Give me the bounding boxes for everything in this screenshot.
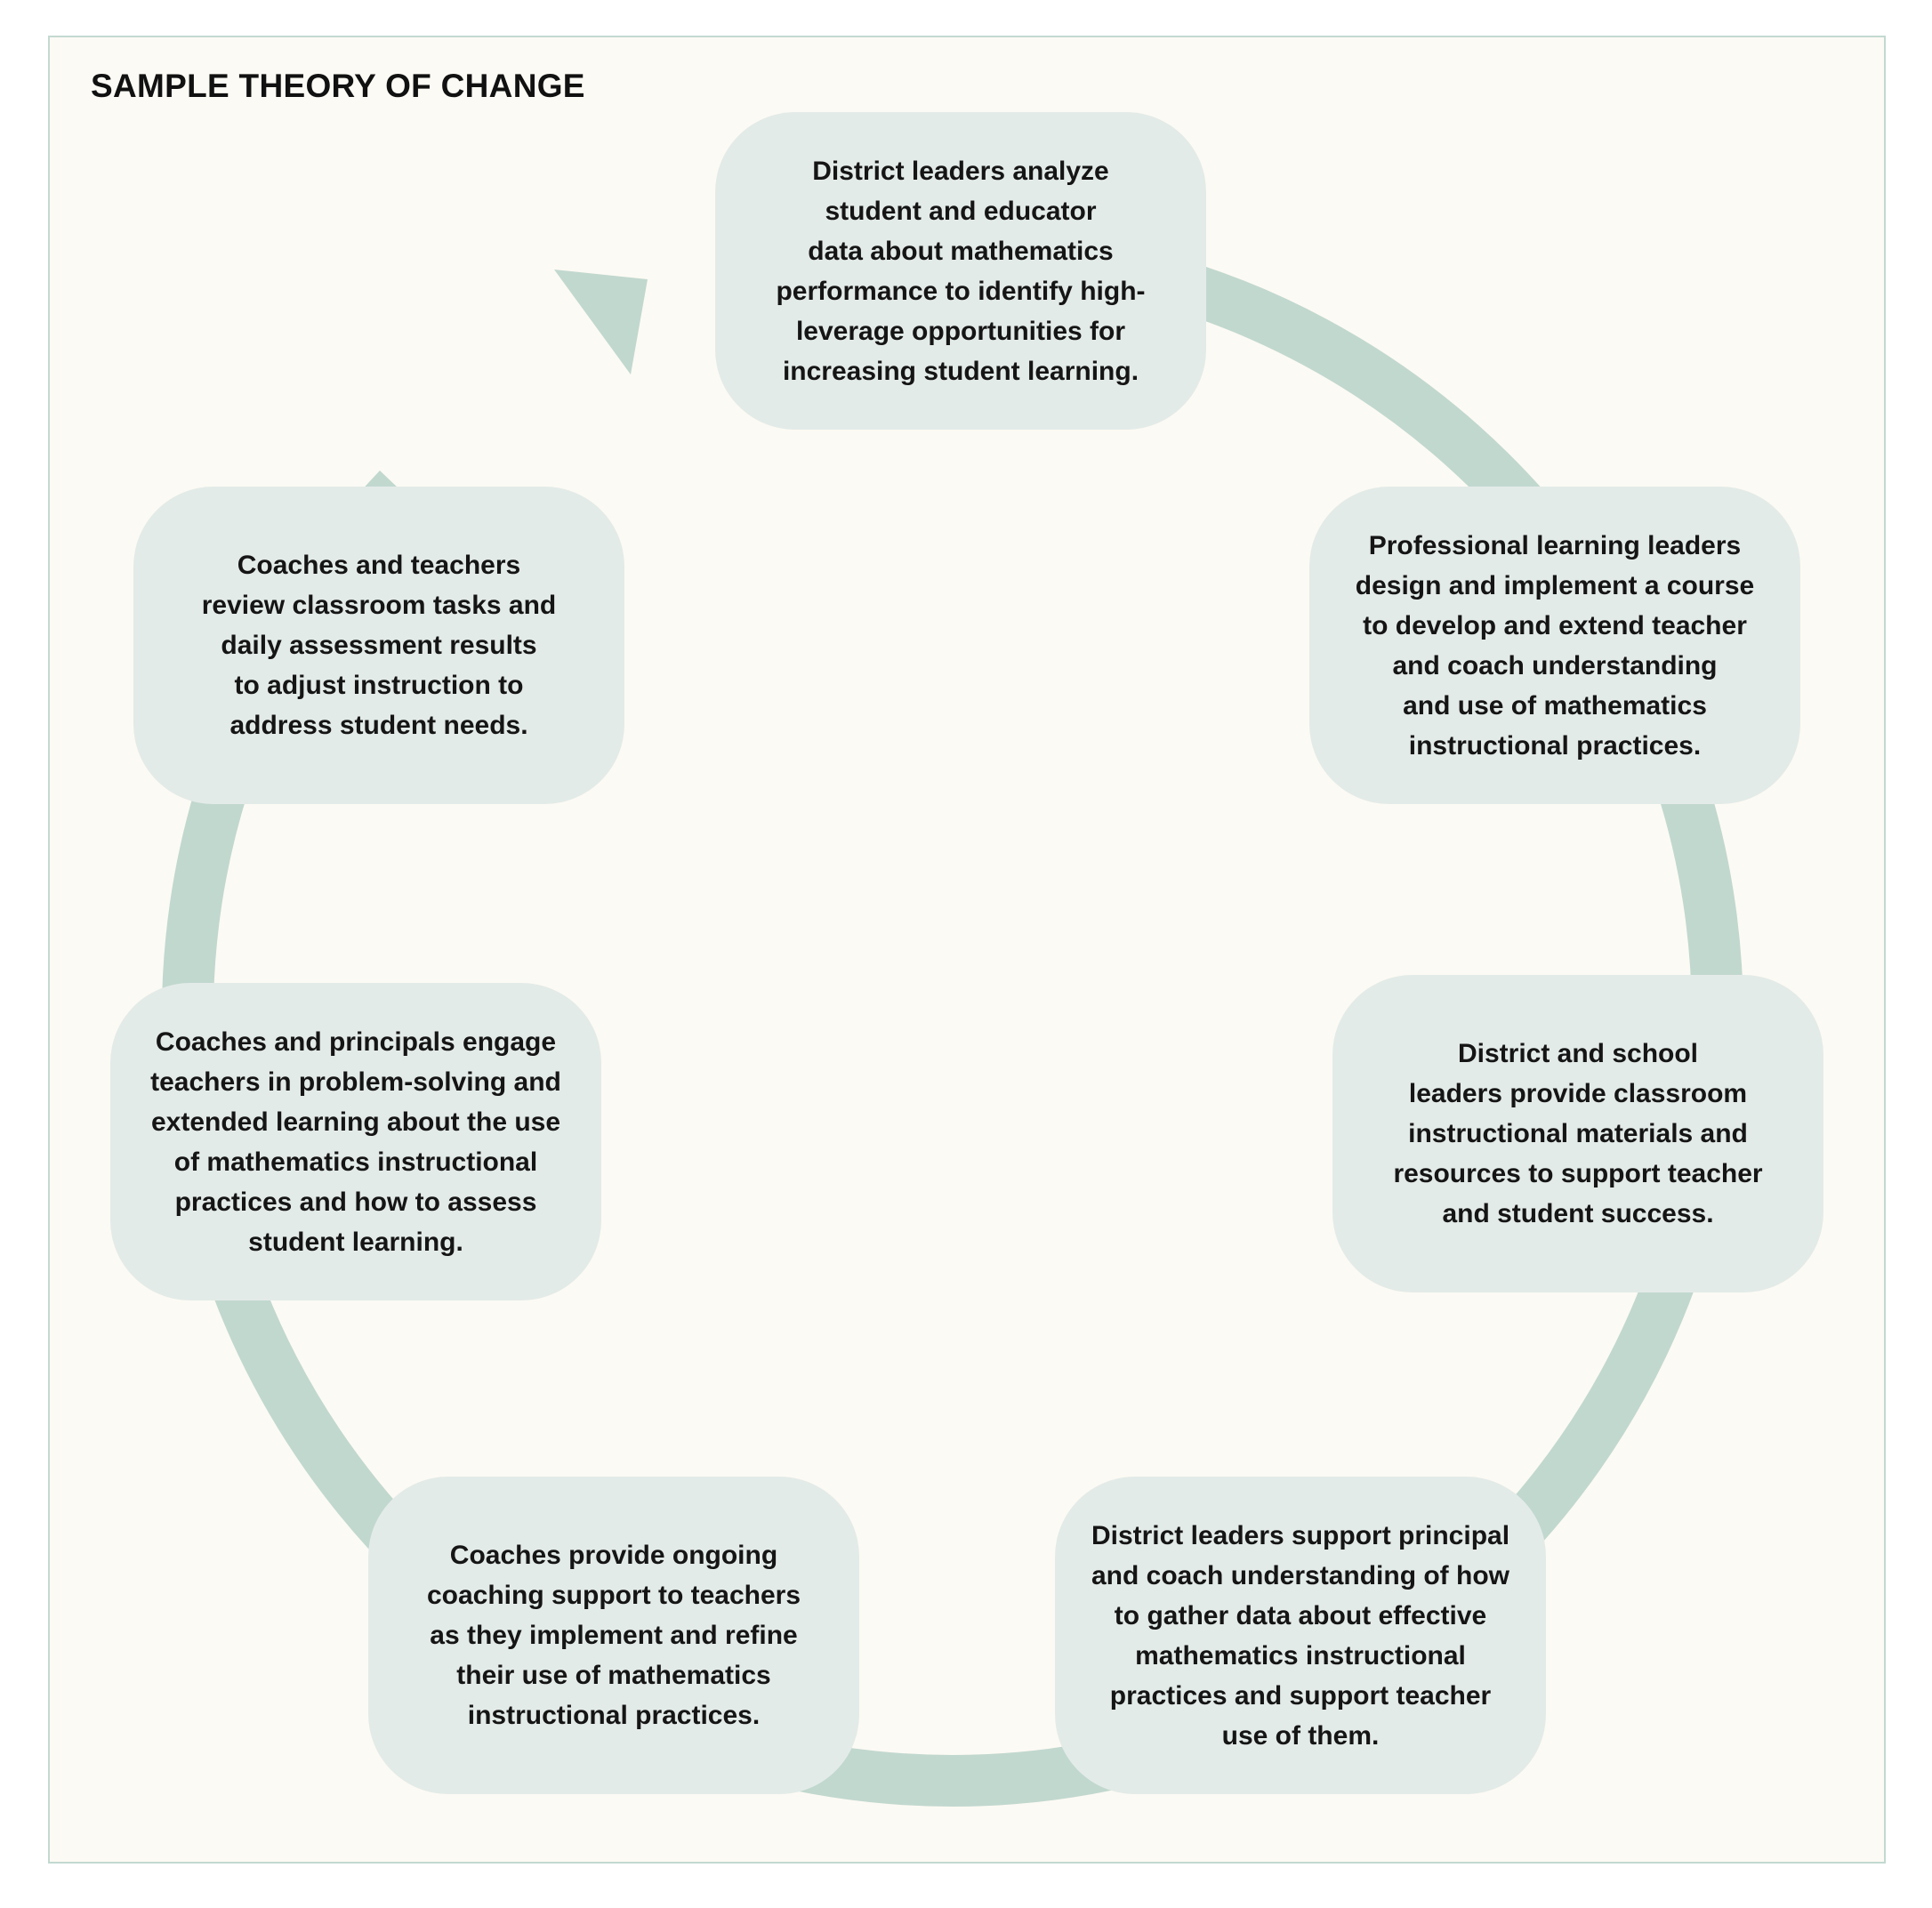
step-6-engage-teachers: Coaches and principals engage teachers i… [110,983,601,1300]
step-6-text: Coaches and principals engage teachers i… [150,1026,561,1257]
step-2-design-course: Professional learning leaders design and… [1309,487,1800,804]
step-5-text: Coaches provide ongoing coaching support… [426,1541,801,1730]
step-4-support-principals: District leaders support principal and c… [1055,1477,1546,1794]
step-3-provide-materials: District and school leaders provide clas… [1332,975,1823,1292]
step-2-text: Professional learning leaders design and… [1355,530,1755,761]
step-7-review-tasks: Coaches and teachers review classroom ta… [133,487,624,804]
cycle-arrowhead [554,270,648,374]
step-3-text: District and school leaders provide clas… [1393,1039,1763,1228]
step-1-text: District leaders analyze student and edu… [776,156,1146,386]
diagram-title: SAMPLE THEORY OF CHANGE [91,68,585,104]
step-7-text: Coaches and teachers review classroom ta… [201,551,557,740]
step-5-ongoing-coaching: Coaches provide ongoing coaching support… [368,1477,859,1794]
step-4-text: District leaders support principal and c… [1091,1520,1510,1751]
step-1-analyze-data: District leaders analyze student and edu… [715,112,1206,430]
